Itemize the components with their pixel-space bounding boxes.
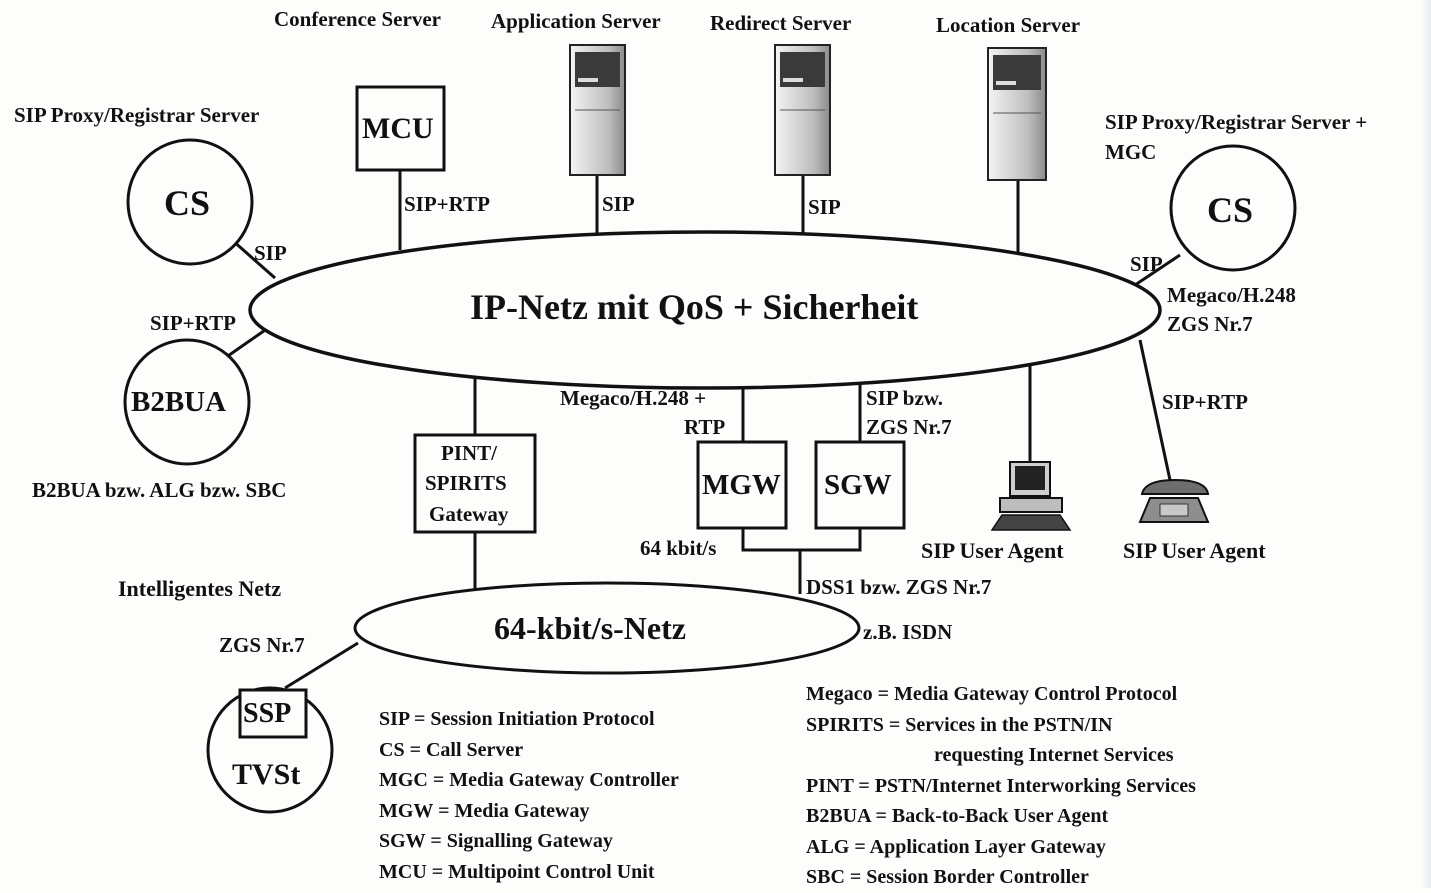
- pint-gateway-box: [413, 433, 537, 534]
- b2bua-caption: B2BUA bzw. ALG bzw. SBC: [32, 478, 287, 502]
- phone-link-label: SIP+RTP: [1162, 390, 1248, 414]
- legend-left: SIP = Session Initiation Protocol CS = C…: [379, 704, 679, 887]
- isdn-example-label: z.B. ISDN: [863, 620, 953, 644]
- pint-label-1: PINT/: [441, 441, 498, 465]
- legend-right-spirits-2: requesting Internet Services: [934, 744, 1174, 766]
- isdn-network-label: 64-kbit/s-Netz: [494, 610, 686, 646]
- mcu-label: MCU: [362, 112, 434, 145]
- tvst-label: TVSt: [232, 758, 301, 791]
- pint-label-2: SPIRITS: [425, 471, 507, 495]
- mcu-box: [355, 85, 446, 172]
- pint-label-3: Gateway: [429, 502, 509, 526]
- cs-right-label: CS: [1207, 190, 1254, 230]
- ip-network-ellipse: [248, 230, 1162, 390]
- mgw-link-label-1: Megaco/H.248 +: [560, 386, 707, 410]
- phone-icon: [1138, 478, 1210, 523]
- page-edge-shadow: [1421, 0, 1431, 888]
- legend-left-item: MGC = Media Gateway Controller: [379, 769, 679, 791]
- ua-pc-caption: SIP User Agent: [921, 538, 1064, 563]
- legend-right-spirits-1: SPIRITS = Services in the PSTN/IN: [806, 713, 1113, 736]
- legend-left-item: CS = Call Server: [379, 738, 524, 761]
- redirect-server-icon: [774, 44, 831, 176]
- mgw-link-label-2: RTP: [684, 415, 726, 439]
- legend-left-item: MGW = Media Gateway: [379, 799, 590, 822]
- kbit-label: 64 kbit/s: [640, 536, 717, 560]
- conference-server-label: Conference Server: [274, 7, 441, 31]
- intelligent-net-caption: Intelligentes Netz: [118, 576, 282, 601]
- legend-right-alg: ALG = Application Layer Gateway: [806, 835, 1106, 858]
- legend-right-megaco: Megaco = Media Gateway Control Protocol: [806, 683, 1178, 705]
- zgs-label: ZGS Nr.7: [219, 633, 305, 657]
- mgw-box: [696, 440, 788, 530]
- mgc-link-label-1: Megaco/H.248: [1167, 283, 1296, 307]
- sgw-link-label-2: ZGS Nr.7: [866, 415, 952, 439]
- legend-right-sbc: SBC = Session Border Controller: [806, 866, 1089, 888]
- legend-right: Megaco = Media Gateway Control Protocol …: [806, 679, 1196, 893]
- application-server-label: Application Server: [491, 9, 661, 33]
- app-link-label: SIP: [602, 192, 635, 216]
- b2bua-label: B2BUA: [131, 386, 227, 418]
- b2bua-link-label: SIP+RTP: [150, 311, 236, 335]
- cs-left-label: CS: [164, 183, 211, 223]
- sgw-link-label-1: SIP bzw.: [866, 386, 944, 410]
- application-server-icon: [569, 44, 626, 176]
- cs-right-circle: [1169, 144, 1297, 272]
- sip-proxy-right-label-2: MGC: [1105, 140, 1157, 164]
- location-server-label: Location Server: [936, 13, 1081, 37]
- legend-left-item: SIP = Session Initiation Protocol: [379, 708, 655, 730]
- legend-left-item: MCU = Multipoint Control Unit: [379, 860, 655, 883]
- connector-lines: [224, 170, 1181, 690]
- sip-proxy-right-label-1: SIP Proxy/Registrar Server +: [1105, 110, 1368, 134]
- sgw-label: SGW: [824, 469, 892, 501]
- ua-phone-caption: SIP User Agent: [1123, 538, 1266, 563]
- b2bua-circle: [123, 338, 251, 466]
- mgc-link-label-2: ZGS Nr.7: [1167, 312, 1253, 336]
- sip-proxy-left-label: SIP Proxy/Registrar Server: [14, 103, 260, 127]
- isdn-network-ellipse: [353, 581, 861, 675]
- legend-right-b2bua: B2BUA = Back-to-Back User Agent: [806, 805, 1109, 827]
- mcu-link-label: SIP+RTP: [404, 192, 490, 216]
- legend-right-pint: PINT = PSTN/Internet Interworking Servic…: [806, 774, 1196, 797]
- ssp-label: SSP: [243, 698, 292, 729]
- redirect-server-label: Redirect Server: [710, 11, 852, 35]
- cs-right-link-label: SIP: [1130, 252, 1163, 276]
- legend-left-item: SGW = Signalling Gateway: [379, 830, 613, 852]
- cs-left-link-label: SIP: [254, 241, 287, 265]
- sgw-box: [814, 440, 906, 530]
- dss1-label: DSS1 bzw. ZGS Nr.7: [806, 575, 992, 599]
- computer-icon: [990, 461, 1072, 531]
- ip-network-label: IP-Netz mit QoS + Sicherheit: [470, 287, 919, 327]
- ssp-box: [238, 688, 308, 739]
- location-server-icon: [987, 47, 1047, 181]
- mgw-label: MGW: [702, 469, 781, 501]
- redirect-link-label: SIP: [808, 195, 841, 219]
- cs-left-circle: [126, 138, 254, 266]
